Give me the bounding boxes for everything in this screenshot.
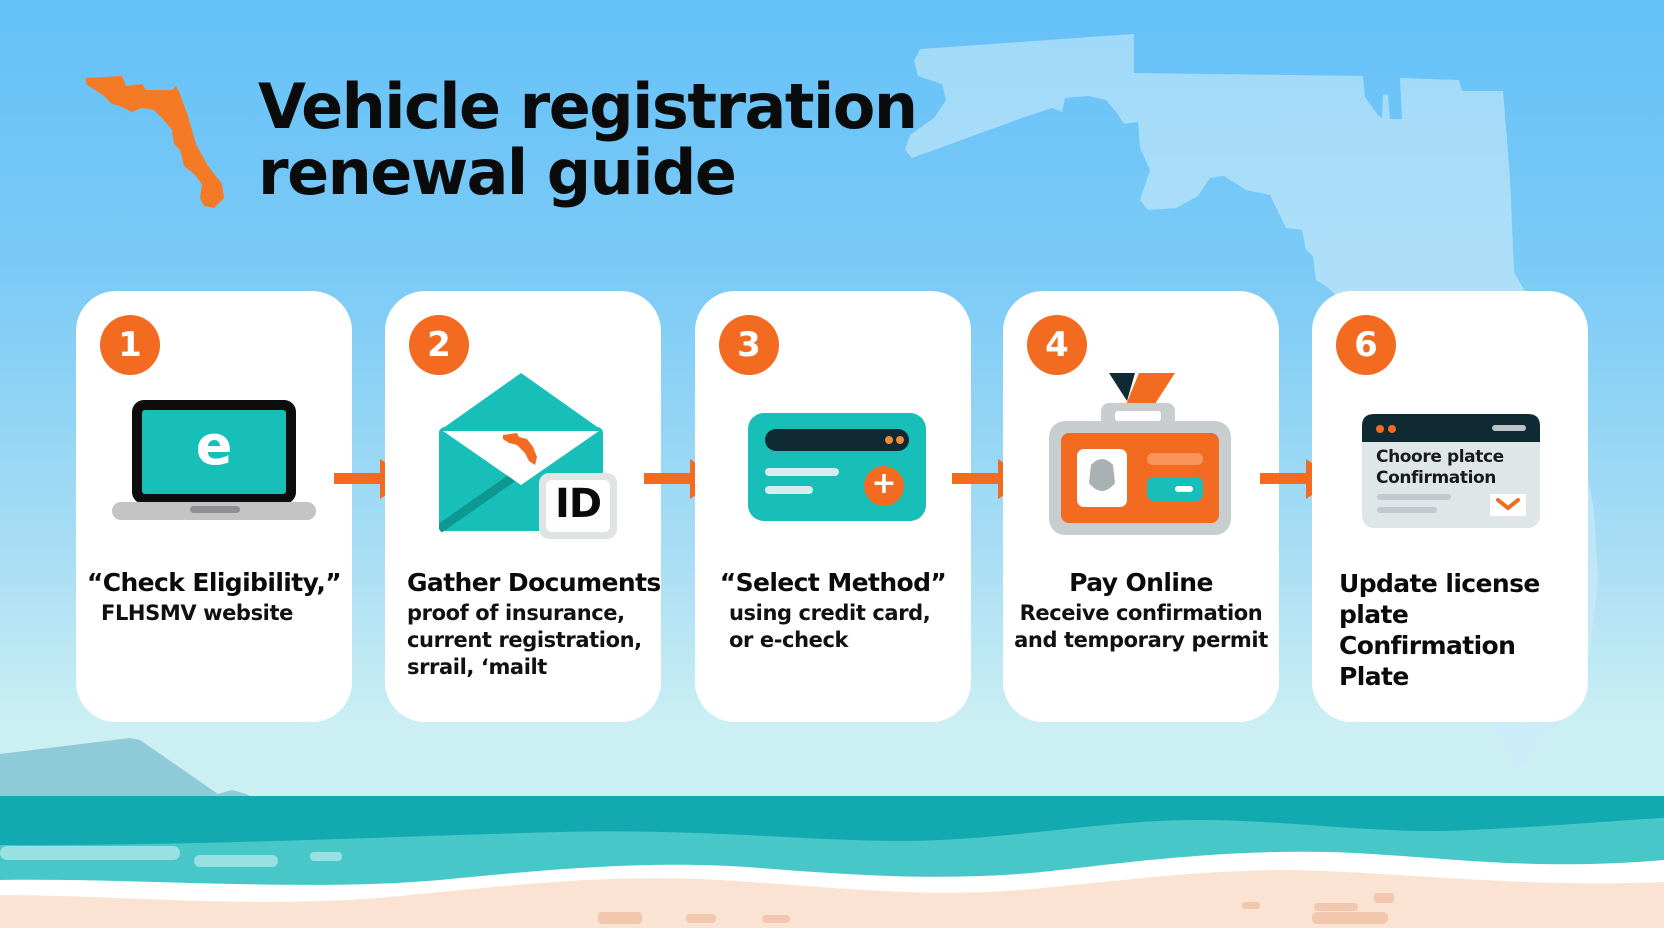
florida-map-silhouette bbox=[905, 34, 1598, 770]
description-line: using credit card, bbox=[729, 601, 931, 625]
step-title: Gather Documents bbox=[407, 568, 661, 597]
step-description: Receive confirmation and temporary permi… bbox=[1003, 600, 1279, 654]
sand-pebble bbox=[1312, 912, 1388, 924]
step-card-5: 6 Choore platce Confirmation Update lice… bbox=[1312, 291, 1588, 722]
step-card-1: 1 e “Check Eligibility,” FLHSMV website bbox=[76, 291, 352, 722]
credit-card-icon: + bbox=[748, 413, 926, 521]
window-text-line: Confirmation bbox=[1376, 468, 1496, 488]
foam-1 bbox=[0, 846, 180, 860]
description-line: current registration, bbox=[407, 628, 642, 652]
id-badge-icon bbox=[1049, 373, 1231, 537]
laptop-screen-glyph: e bbox=[195, 414, 233, 477]
description-line: and temporary permit bbox=[1014, 628, 1268, 652]
foam-3 bbox=[310, 852, 342, 861]
description-line: or e-check bbox=[729, 628, 849, 652]
description-line: FLHSMV website bbox=[101, 601, 293, 625]
sand-pebble bbox=[1374, 893, 1394, 903]
step-title: “Select Method” bbox=[719, 568, 947, 597]
step-number-badge: 6 bbox=[1336, 315, 1396, 375]
florida-state-icon bbox=[86, 76, 224, 208]
title-line-1: Vehicle registration bbox=[258, 70, 918, 143]
step-description: using credit card, or e-check bbox=[729, 600, 959, 654]
page-title: Vehicle registration renewal guide bbox=[258, 74, 958, 206]
laptop-icon: e bbox=[112, 400, 316, 520]
sand-pebble bbox=[1314, 903, 1358, 911]
description-line: Receive confirmation bbox=[1019, 601, 1263, 625]
sand-pebble bbox=[598, 912, 642, 924]
sand bbox=[0, 870, 1664, 928]
sand-pebble bbox=[1242, 902, 1260, 909]
id-label: ID bbox=[555, 481, 602, 527]
step-number-badge: 2 bbox=[409, 315, 469, 375]
step-card-4: 4 Pay Online Receive confirmation and te… bbox=[1003, 291, 1279, 722]
envelope-id-icon: ID bbox=[436, 373, 619, 543]
step-description: proof of insurance, current registration… bbox=[407, 600, 657, 681]
step-number-badge: 1 bbox=[100, 315, 160, 375]
step-title: Pay Online bbox=[1069, 568, 1213, 597]
foam-2 bbox=[194, 855, 278, 867]
step-title: Update license plate Confirmation Plate bbox=[1339, 568, 1589, 692]
description-line: proof of insurance, bbox=[407, 601, 625, 625]
browser-window-icon: Choore platce Confirmation bbox=[1362, 414, 1540, 528]
title-line: plate Confirmation bbox=[1339, 600, 1516, 660]
title-line: Plate bbox=[1339, 662, 1409, 691]
step-number-badge: 3 bbox=[719, 315, 779, 375]
sand-pebble bbox=[686, 914, 716, 923]
step-title: “Check Eligibility,” bbox=[86, 568, 342, 597]
title-line: Update license bbox=[1339, 569, 1540, 598]
step-card-2: 2 ID Gather Documents proof of insurance… bbox=[385, 291, 661, 722]
plus-icon: + bbox=[871, 466, 897, 501]
step-description: FLHSMV website bbox=[101, 600, 341, 627]
step-number-badge: 4 bbox=[1027, 315, 1087, 375]
title-line-2: renewal guide bbox=[258, 136, 737, 209]
step-card-3: 3 + “Select Method” using credit card, o… bbox=[695, 291, 971, 722]
sand-pebble bbox=[762, 915, 790, 923]
description-line: srrail, ‘mailt bbox=[407, 655, 547, 679]
window-text-line: Choore platce bbox=[1376, 447, 1504, 467]
window-text: Choore platce Confirmation bbox=[1376, 447, 1536, 489]
